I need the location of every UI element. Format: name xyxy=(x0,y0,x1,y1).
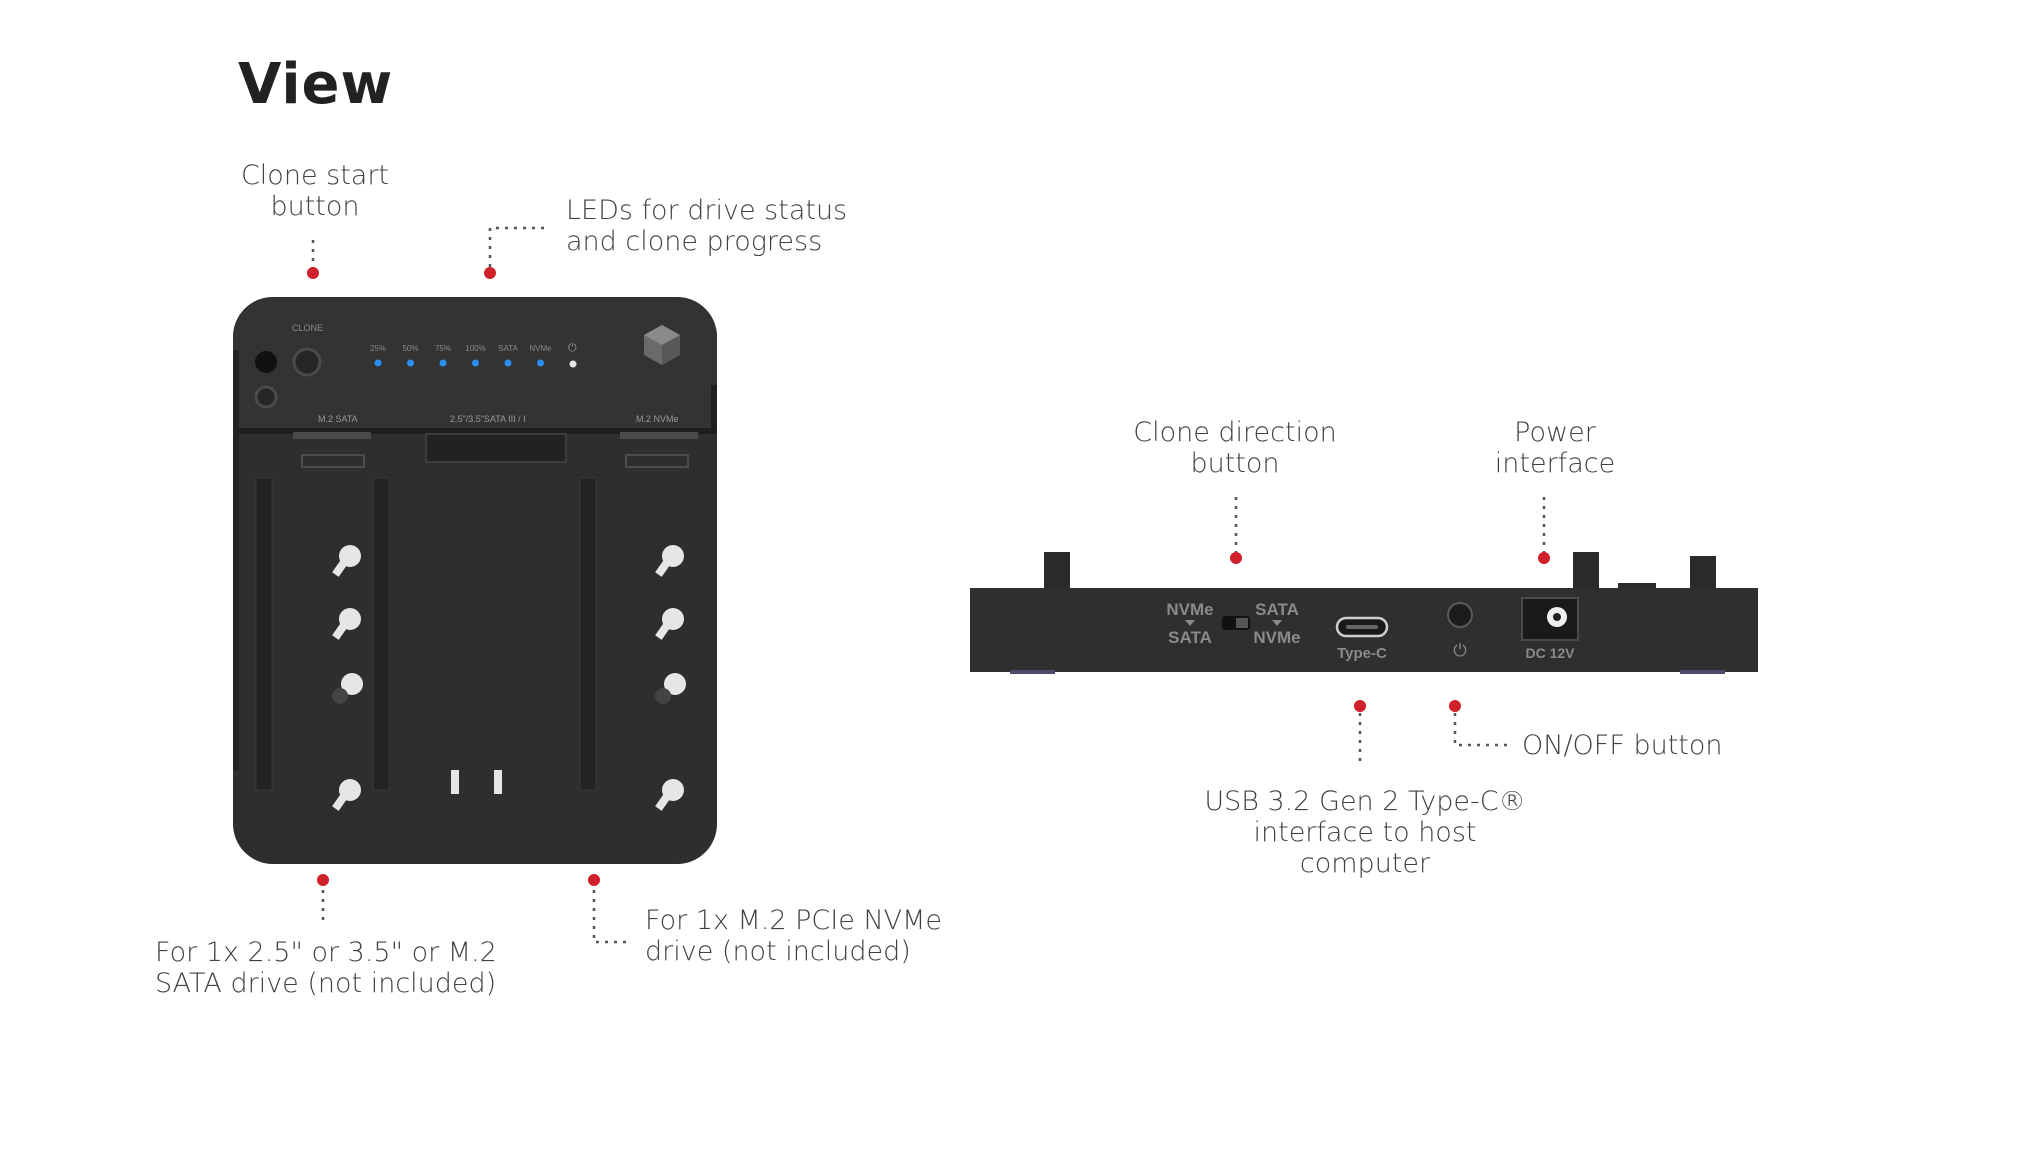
led-indicator xyxy=(504,359,512,367)
power-led xyxy=(569,360,577,368)
slot-label-m2-sata: M.2 SATA xyxy=(318,414,358,424)
led-indicator xyxy=(374,359,382,367)
marker-sata-drive xyxy=(317,874,329,886)
clone-indicator-dot xyxy=(255,351,277,373)
marker-clone-start xyxy=(307,267,319,279)
marker-clone-direction xyxy=(1230,552,1242,564)
mount-pegs xyxy=(332,545,686,811)
leader-lines xyxy=(311,226,1546,944)
power-led-icon: ⏻ xyxy=(568,342,577,354)
marker-usb xyxy=(1354,700,1366,712)
led-label: SATA xyxy=(498,344,518,353)
slot-label-sata: 2.5"/3.5"SATA III / I xyxy=(450,414,526,424)
clone-start-button xyxy=(292,347,322,377)
svg-text:NVMe: NVMe xyxy=(1166,600,1213,619)
led-label: 100% xyxy=(465,344,485,353)
slot-label-m2-nvme: M.2 NVMe xyxy=(636,414,679,424)
callout-markers xyxy=(307,267,1550,886)
svg-text:SATA: SATA xyxy=(1168,628,1212,647)
svg-text:SATA: SATA xyxy=(1255,600,1299,619)
power-icon: ⏻ xyxy=(1453,641,1467,660)
top-view-device: CLONE 25% 50% 75% 100% SATA NVMe ⏻ M.2 SATA 2… xyxy=(233,297,717,864)
led-label: NVMe xyxy=(529,344,552,353)
side-view-device: NVMe SATA SATA NVMe Type-C ⏻ DC 12V xyxy=(970,552,1758,674)
led-label: 25% xyxy=(370,344,386,353)
svg-text:DC 12V: DC 12V xyxy=(1525,645,1575,661)
led-label: 75% xyxy=(435,344,451,353)
on-off-button xyxy=(1447,602,1473,628)
led-indicator xyxy=(407,359,414,367)
led-indicator xyxy=(439,359,447,367)
page-title: View xyxy=(238,52,394,117)
small-button xyxy=(254,385,278,409)
led-group: 25% 50% 75% 100% SATA NVMe xyxy=(370,344,552,367)
svg-text:NVMe: NVMe xyxy=(1253,628,1300,647)
marker-leds xyxy=(484,267,496,279)
led-indicator xyxy=(537,359,544,367)
clone-text: CLONE xyxy=(292,323,323,333)
svg-text:Type-C: Type-C xyxy=(1337,645,1387,662)
marker-on-off xyxy=(1449,700,1461,712)
on-off-label: ON/OFF button xyxy=(1522,730,1723,761)
led-label: 50% xyxy=(402,344,418,353)
usb-label: USB 3.2 Gen 2 Type-C®interface to host c… xyxy=(1204,786,1526,879)
marker-power-interface xyxy=(1538,552,1550,564)
marker-nvme-drive xyxy=(588,874,600,886)
logo-cube-icon xyxy=(644,325,680,365)
led-indicator xyxy=(472,359,479,367)
